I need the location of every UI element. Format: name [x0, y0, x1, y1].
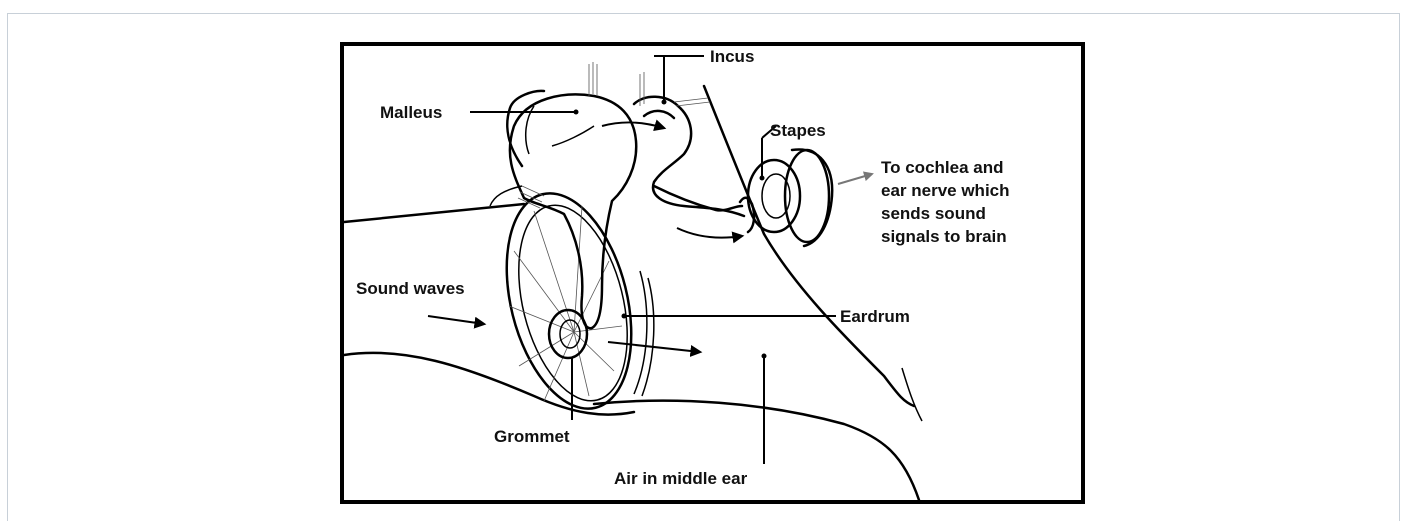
to-cochlea-arrow	[838, 174, 872, 184]
grommet-label: Grommet	[494, 427, 570, 446]
cochlea-label-line-4: signals to brain	[881, 227, 1007, 246]
incus-label: Incus	[710, 47, 754, 66]
malleus-label: Malleus	[380, 103, 442, 122]
stapes	[654, 149, 832, 246]
eardrum-label: Eardrum	[840, 307, 910, 326]
nerve-branch	[902, 368, 922, 421]
sound-waves-label: Sound waves	[356, 279, 465, 298]
eardrum-motion-arrow	[608, 342, 700, 352]
air-middle-ear-label: Air in middle ear	[614, 469, 748, 488]
ossicle-motion-arrow-2	[677, 228, 742, 238]
cochlea-label-line-1: To cochlea and	[881, 158, 1004, 177]
ear-canal-upper-wall	[344, 204, 524, 222]
cochlea-label-line-3: sends sound	[881, 204, 986, 223]
ear-canal-lower-wall	[344, 353, 634, 415]
ear-diagram-svg: Incus Malleus Stapes To cochlea and ear …	[344, 46, 1081, 500]
ear-diagram: Incus Malleus Stapes To cochlea and ear …	[340, 42, 1085, 504]
stapes-label: Stapes	[770, 121, 826, 140]
cochlea-label-line-2: ear nerve which	[881, 181, 1010, 200]
sound-wave-arrow	[428, 316, 484, 324]
